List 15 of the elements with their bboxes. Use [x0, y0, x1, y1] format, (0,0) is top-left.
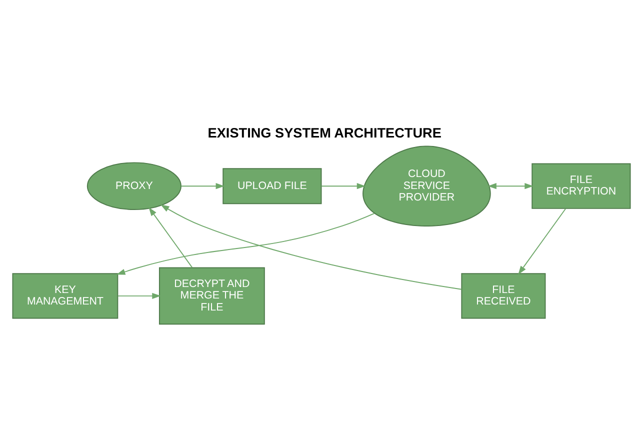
diagram-title: EXISTING SYSTEM ARCHITECTURE [208, 126, 442, 141]
arrow [160, 204, 462, 290]
arrow [518, 208, 566, 275]
node-box: FILE RECEIVED [461, 273, 546, 319]
arrow [180, 183, 225, 190]
arrow [148, 207, 193, 268]
arrow [488, 183, 534, 190]
arrow [117, 292, 161, 299]
node-box: DECRYPT AND MERGE THE FILE [158, 267, 265, 325]
node-box: UPLOAD FILE [222, 168, 322, 204]
node-box: KEY MANAGEMENT [12, 273, 118, 319]
node-ellipse: PROXY [86, 162, 182, 210]
arrow [320, 183, 366, 190]
node-box: FILE ENCRYPTION [532, 163, 631, 209]
arrow [116, 212, 375, 275]
